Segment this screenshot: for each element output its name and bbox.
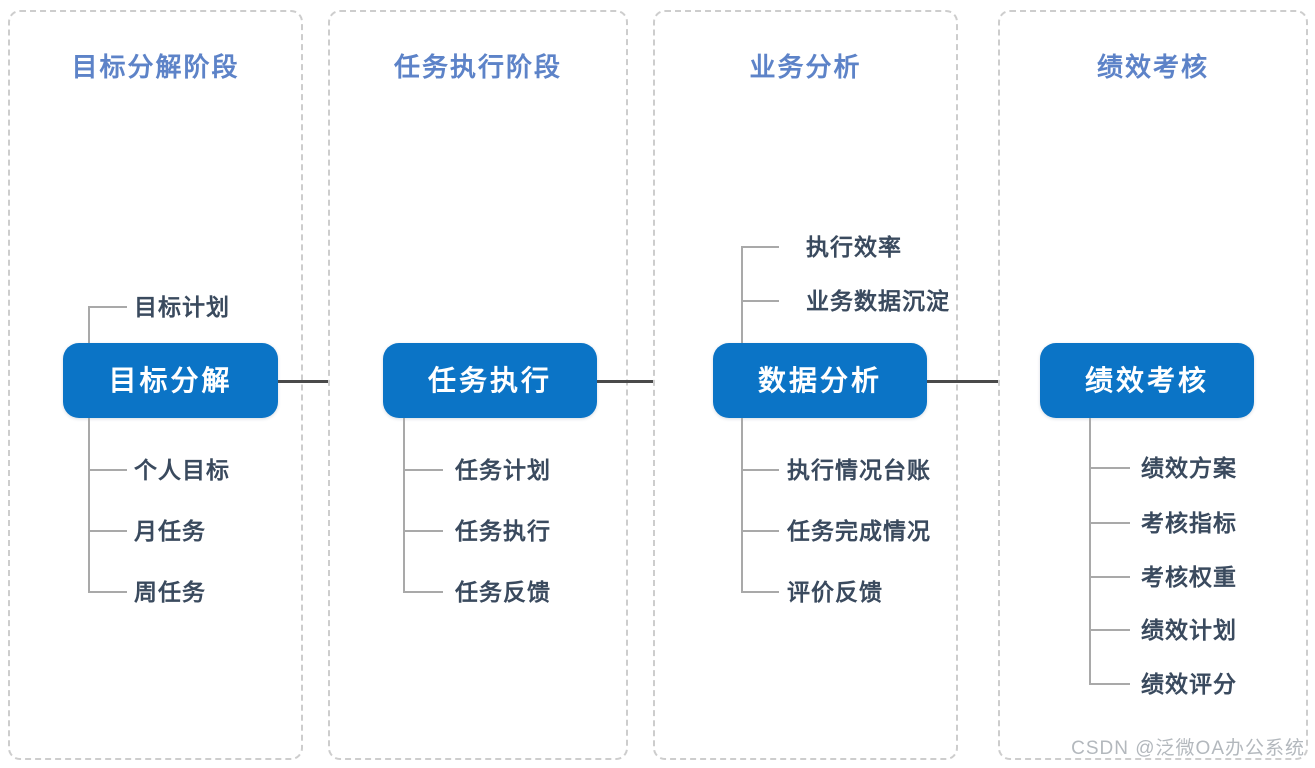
- branch-connector-line: [1089, 418, 1091, 684]
- branch-connector-line: [403, 418, 405, 592]
- branch-tick-line: [88, 530, 127, 532]
- branch-tick-line: [741, 591, 779, 593]
- branch-connector-line: [741, 418, 743, 592]
- branch-label: 绩效方案: [1141, 455, 1237, 481]
- branch-label: 执行情况台账: [787, 457, 931, 483]
- branch-tick-line: [1089, 576, 1130, 578]
- process-node-goal-decomposition-stage: 目标分解: [63, 343, 278, 418]
- process-node-business-analysis: 数据分析: [713, 343, 927, 418]
- branch-tick-line: [403, 591, 443, 593]
- branch-tick-line: [1089, 467, 1130, 469]
- branch-label: 目标计划: [134, 294, 230, 320]
- branch-label: 任务完成情况: [787, 518, 931, 544]
- branch-tick-line: [88, 591, 127, 593]
- branch-connector-line: [88, 307, 90, 343]
- branch-tick-line: [88, 306, 127, 308]
- branch-label: 绩效计划: [1141, 617, 1237, 643]
- stage-title-task-execution-stage: 任务执行阶段: [393, 52, 562, 82]
- branch-label: 业务数据沉淀: [806, 288, 950, 314]
- flow-arrow-line: [927, 380, 1025, 383]
- branch-tick-line: [1089, 522, 1130, 524]
- watermark: CSDN @泛微OA办公系统: [1071, 738, 1305, 759]
- branch-label: 月任务: [134, 518, 206, 544]
- branch-label: 个人目标: [134, 457, 230, 483]
- process-node-task-execution-stage: 任务执行: [383, 343, 597, 418]
- branch-label: 任务执行: [455, 518, 551, 544]
- branch-label: 考核指标: [1141, 510, 1237, 536]
- branch-connector-line: [741, 247, 743, 343]
- branch-label: 任务反馈: [455, 579, 551, 605]
- branch-tick-line: [1089, 629, 1130, 631]
- branch-tick-line: [741, 300, 779, 302]
- branch-tick-line: [403, 530, 443, 532]
- branch-tick-line: [741, 530, 779, 532]
- branch-label: 绩效评分: [1141, 671, 1237, 697]
- stage-title-goal-decomposition-stage: 目标分解阶段: [71, 52, 240, 82]
- flow-arrow-line: [597, 380, 698, 383]
- stage-title-business-analysis: 业务分析: [749, 52, 862, 82]
- stage-title-performance-review: 绩效考核: [1096, 52, 1209, 82]
- branch-label: 考核权重: [1141, 564, 1237, 590]
- flow-arrow-line: [278, 380, 368, 383]
- branch-tick-line: [88, 469, 127, 471]
- branch-label: 周任务: [134, 579, 206, 605]
- branch-tick-line: [403, 469, 443, 471]
- branch-label: 执行效率: [806, 234, 902, 260]
- branch-label: 任务计划: [455, 457, 551, 483]
- process-node-performance-review: 绩效考核: [1040, 343, 1254, 418]
- branch-label: 评价反馈: [787, 579, 883, 605]
- branch-tick-line: [741, 246, 779, 248]
- branch-tick-line: [1089, 683, 1130, 685]
- branch-tick-line: [741, 469, 779, 471]
- branch-connector-line: [88, 418, 90, 592]
